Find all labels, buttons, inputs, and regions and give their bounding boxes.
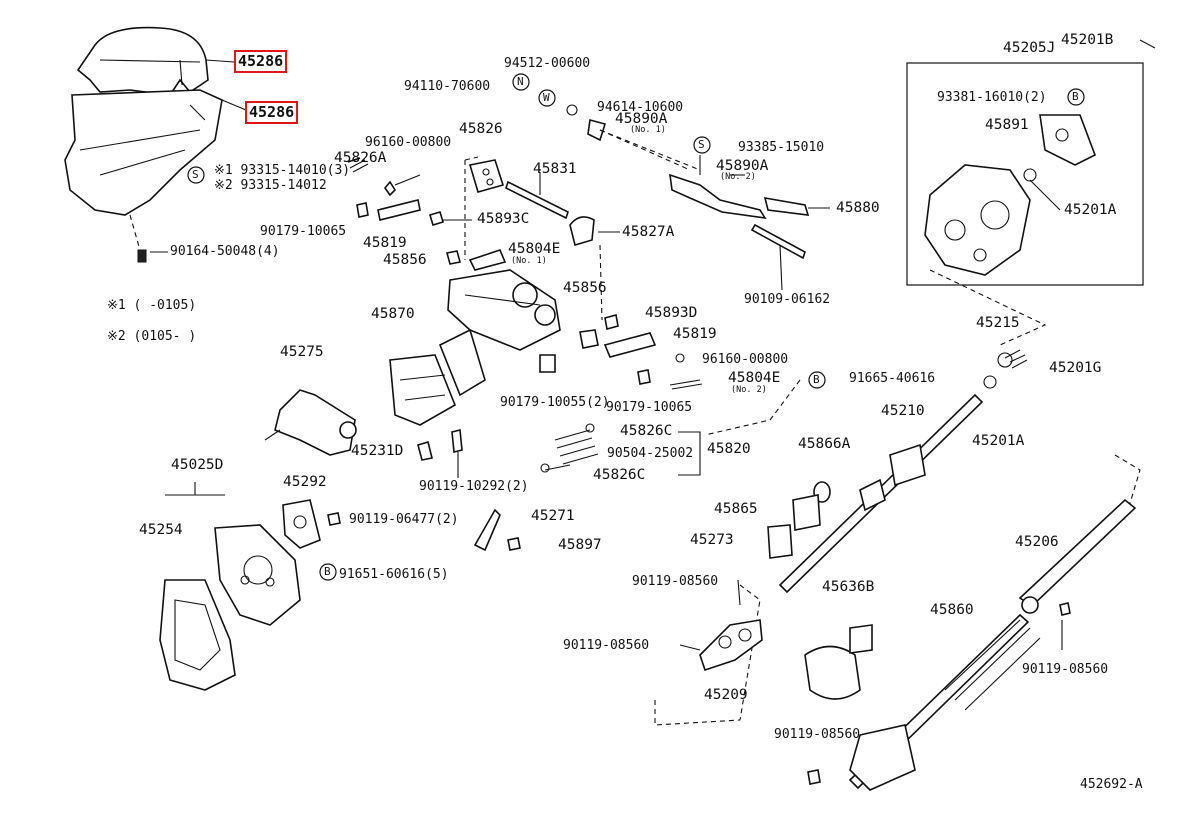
- callout-45292: 45292: [283, 474, 327, 490]
- callout-45890a-no1-note: (No. 1): [630, 125, 666, 135]
- callout-45025d: 45025D: [171, 457, 224, 473]
- callout-93315-14010: ※1 93315-14010(3): [214, 163, 351, 178]
- callout-45897: 45897: [558, 537, 602, 553]
- callout-45856-right: 45856: [563, 280, 607, 296]
- callout-45804e-no1: 45804E: [508, 241, 561, 257]
- callout-93385: 93385-15010: [738, 140, 825, 155]
- callout-45826a: 45826A: [334, 150, 387, 166]
- callout-45231d: 45231D: [351, 443, 404, 459]
- callout-90179-right: 90179-10065: [606, 400, 693, 415]
- callout-45275: 45275: [280, 344, 324, 360]
- callout-45205j: 45205J: [1003, 40, 1056, 56]
- callout-96160-top: 96160-00800: [365, 135, 452, 150]
- callout-90164: 90164-50048(4): [170, 244, 280, 259]
- callout-45819-right: 45819: [673, 326, 717, 342]
- callout-90119-06477: 90119-06477(2): [349, 512, 459, 527]
- callout-94110: 94110-70600: [404, 79, 491, 94]
- callout-45826: 45826: [459, 121, 503, 137]
- callout-90119-45860: 90119-08560: [774, 727, 861, 742]
- callout-45893d: 45893D: [645, 305, 698, 321]
- callout-93381: 93381-16010(2): [937, 90, 1047, 105]
- callout-45891: 45891: [985, 117, 1029, 133]
- badge-s-left: S: [192, 168, 199, 181]
- callout-90119-45206: 90119-08560: [1022, 662, 1109, 677]
- callout-45273: 45273: [690, 532, 734, 548]
- column-cover-lower: [64, 89, 223, 216]
- callout-90504: 90504-25002: [607, 446, 694, 461]
- callout-45271: 45271: [531, 508, 575, 524]
- callout-91651: 91651-60616(5): [339, 567, 449, 582]
- callout-45201g: 45201G: [1049, 360, 1102, 376]
- callout-45804e-no1-note: (No. 1): [511, 256, 547, 266]
- callout-45201b: 45201B: [1061, 32, 1114, 48]
- callout-93315-14012: ※2 93315-14012: [214, 178, 327, 193]
- badge-b-91665: B: [813, 373, 820, 386]
- note-1: ※1 ( -0105): [107, 298, 197, 313]
- callout-94512: 94512-00600: [504, 56, 591, 71]
- callout-45890a-no1: 45890A: [615, 111, 668, 127]
- callout-45865: 45865: [714, 501, 758, 517]
- callout-45819-left: 45819: [363, 235, 407, 251]
- tilt-lever-45275: [264, 389, 357, 456]
- callout-45209: 45209: [704, 687, 748, 703]
- callout-45206: 45206: [1015, 534, 1059, 550]
- callout-45893c: 45893C: [477, 211, 530, 227]
- badge-n: N: [517, 75, 524, 88]
- badge-b-91651: B: [324, 565, 331, 578]
- callout-90109: 90109-06162: [744, 292, 831, 307]
- callout-94614: 94614-10600: [597, 100, 684, 115]
- callout-90119-ujoint-left: 90119-08560: [563, 638, 650, 653]
- badge-w: W: [543, 91, 550, 104]
- note-2: ※2 (0105- ): [107, 329, 197, 344]
- callout-45201a-top: 45201A: [1064, 202, 1117, 218]
- callout-45870: 45870: [371, 306, 415, 322]
- callout-90179-10055: 90179-10055(2): [500, 395, 610, 410]
- badge-s-right: S: [698, 138, 705, 151]
- callout-45804e-no2: 45804E: [728, 370, 781, 386]
- callout-45201a-bottom: 45201A: [972, 433, 1025, 449]
- callout-90119-10292: 90119-10292(2): [419, 479, 529, 494]
- callout-45827a: 45827A: [622, 224, 675, 240]
- callout-45831: 45831: [533, 161, 577, 177]
- screw-90164: [137, 249, 147, 263]
- callout-45826c-bottom: 45826C: [593, 467, 646, 483]
- callout-45286-lower[interactable]: 45286: [245, 101, 299, 124]
- callout-45215: 45215: [976, 315, 1020, 331]
- callout-45890a-no2-note: (No. 2): [720, 172, 756, 182]
- callout-45860: 45860: [930, 602, 974, 618]
- callout-45890a-no2: 45890A: [716, 158, 769, 174]
- callout-45210: 45210: [881, 403, 925, 419]
- callout-91665: 91665-40616: [849, 371, 936, 386]
- callout-90179-left: 90179-10065: [260, 224, 347, 239]
- callout-45636b: 45636B: [822, 579, 875, 595]
- callout-45880: 45880: [836, 200, 880, 216]
- callout-45286-upper[interactable]: 45286: [234, 50, 288, 73]
- diagram-id: 452692-A: [1080, 777, 1143, 792]
- callout-45856-left: 45856: [383, 252, 427, 268]
- badge-b-93381: B: [1072, 90, 1079, 103]
- callout-45820: 45820: [707, 441, 751, 457]
- tilt-bracket: [389, 269, 561, 426]
- callout-45254: 45254: [139, 522, 183, 538]
- callout-45826c-top: 45826C: [620, 423, 673, 439]
- callout-45804e-no2-note: (No. 2): [731, 385, 767, 395]
- callout-45866a: 45866A: [798, 436, 851, 452]
- callout-90119-ujoint-top: 90119-08560: [632, 574, 719, 589]
- column-cover-upper: [76, 26, 209, 96]
- callout-96160-right: 96160-00800: [702, 352, 789, 367]
